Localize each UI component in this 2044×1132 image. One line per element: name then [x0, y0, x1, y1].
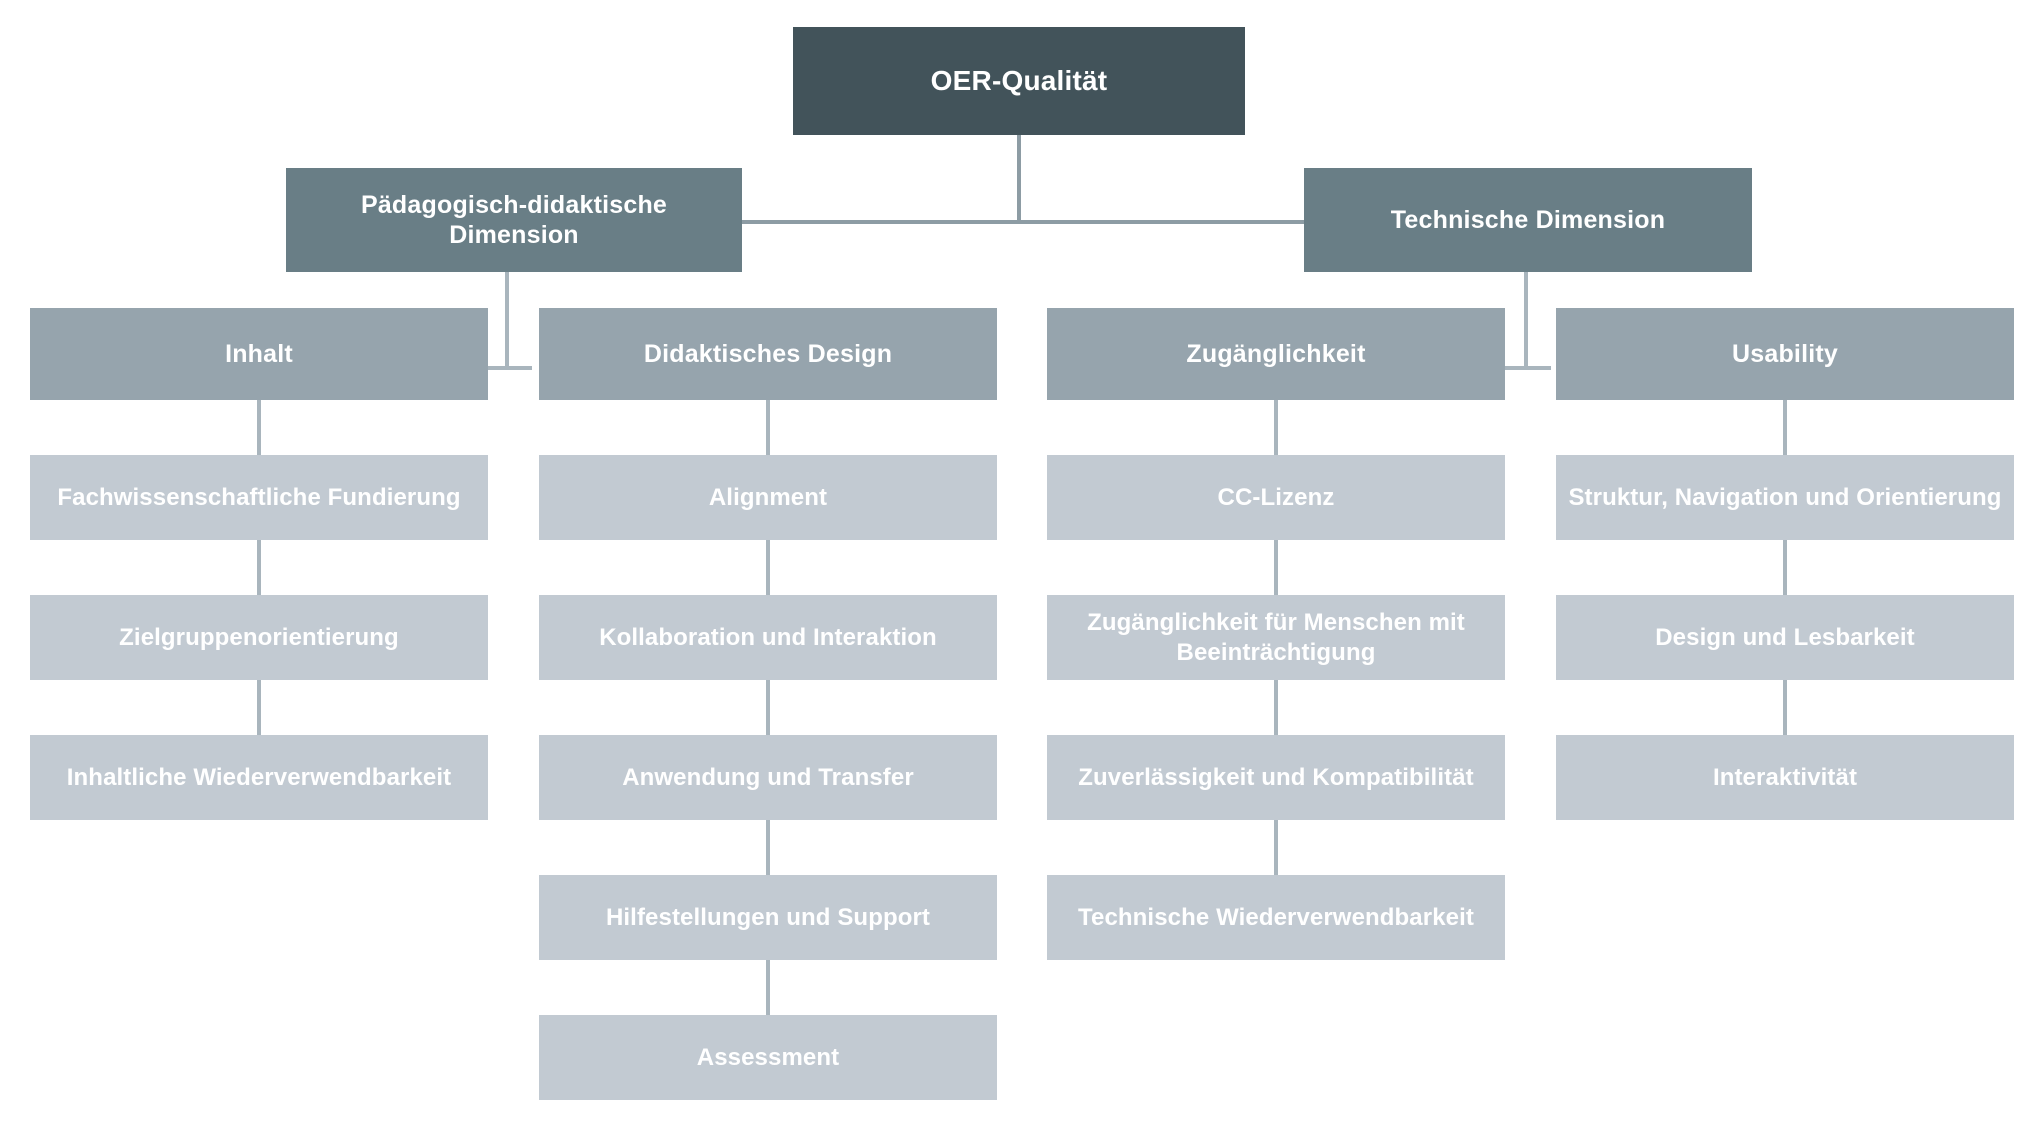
connector-col1-seg1: [257, 400, 261, 455]
connector-col2-seg2: [766, 540, 770, 595]
node-leaf-col4-2[interactable]: Design und Lesbarkeit: [1556, 595, 2014, 680]
connector-col3-seg2: [1274, 540, 1278, 595]
connector-technical-vertical: [1524, 272, 1528, 370]
connector-col2-seg1: [766, 400, 770, 455]
node-leaf-col2-1[interactable]: Alignment: [539, 455, 997, 540]
node-leaf-col3-3[interactable]: Zuverlässigkeit und Kompatibilität: [1047, 735, 1505, 820]
connector-col1-seg3: [257, 680, 261, 735]
node-leaf-col1-1[interactable]: Fachwissenschaftliche Fundierung: [30, 455, 488, 540]
node-leaf-col2-3[interactable]: Anwendung und Transfer: [539, 735, 997, 820]
node-leaf-col3-1[interactable]: CC-Lizenz: [1047, 455, 1505, 540]
connector-col2-seg3: [766, 680, 770, 735]
connector-technical-bus: [1505, 366, 1551, 370]
connector-dimensions-bus: [742, 220, 1304, 224]
connector-pedagogical-bus: [486, 366, 532, 370]
connector-root-vertical: [1017, 135, 1021, 223]
node-leaf-col2-4[interactable]: Hilfestellungen und Support: [539, 875, 997, 960]
node-leaf-col2-2[interactable]: Kollaboration und Interaktion: [539, 595, 997, 680]
connector-pedagogical-vertical: [505, 272, 509, 370]
node-category-zugaenglichkeit[interactable]: Zugänglichkeit: [1047, 308, 1505, 400]
connector-col1-seg2: [257, 540, 261, 595]
connector-col4-seg2: [1783, 540, 1787, 595]
node-category-usability[interactable]: Usability: [1556, 308, 2014, 400]
connector-col4-seg1: [1783, 400, 1787, 455]
node-leaf-col3-4[interactable]: Technische Wiederverwendbarkeit: [1047, 875, 1505, 960]
node-dimension-technical[interactable]: Technische Dimension: [1304, 168, 1752, 272]
node-leaf-col1-2[interactable]: Zielgruppenorientierung: [30, 595, 488, 680]
connector-col4-seg3: [1783, 680, 1787, 735]
node-leaf-col1-3[interactable]: Inhaltliche Wiederverwendbarkeit: [30, 735, 488, 820]
node-dimension-pedagogical[interactable]: Pädagogisch-didaktische Dimension: [286, 168, 742, 272]
connector-col3-seg3: [1274, 680, 1278, 735]
node-leaf-col4-1[interactable]: Struktur, Navigation und Orientierung: [1556, 455, 2014, 540]
node-leaf-col2-5[interactable]: Assessment: [539, 1015, 997, 1100]
connector-col2-seg5: [766, 960, 770, 1015]
node-leaf-col3-2[interactable]: Zugänglichkeit für Menschen mit Beeinträ…: [1047, 595, 1505, 680]
node-category-didaktisches-design[interactable]: Didaktisches Design: [539, 308, 997, 400]
node-leaf-col4-3[interactable]: Interaktivität: [1556, 735, 2014, 820]
node-root-oer-qualitaet[interactable]: OER-Qualität: [793, 27, 1245, 135]
connector-col3-seg4: [1274, 820, 1278, 875]
connector-col3-seg1: [1274, 400, 1278, 455]
connector-col2-seg4: [766, 820, 770, 875]
node-category-inhalt[interactable]: Inhalt: [30, 308, 488, 400]
